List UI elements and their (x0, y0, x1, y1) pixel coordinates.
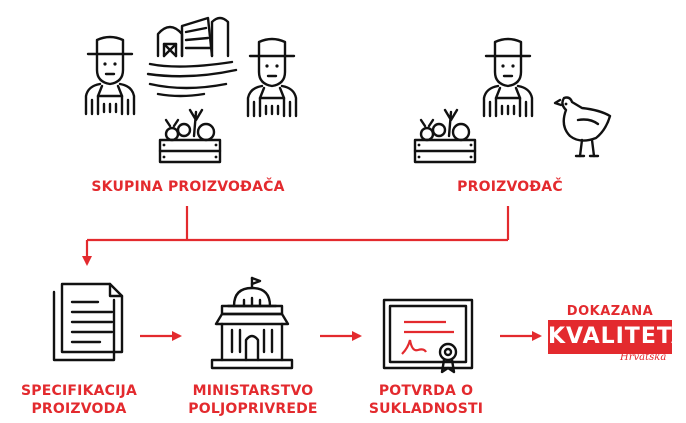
ministry-label-line2: POLJOPRIVREDE (188, 401, 318, 417)
ministry-label-line1: MINISTARSTVO (192, 383, 314, 399)
specification-label-line2: PROIZVODA (31, 401, 127, 417)
certificate-icon (382, 298, 474, 374)
ministry-label: MINISTARSTVO POLJOPRIVREDE (180, 382, 326, 418)
farm-icon (146, 16, 238, 98)
chicken-icon (553, 96, 612, 158)
connector-lines (82, 206, 510, 266)
farmer-icon (84, 35, 136, 116)
ministry-building-icon (210, 276, 294, 370)
producer-illustration (413, 37, 612, 164)
group-producers-illustration (84, 16, 298, 164)
logo-main-text: KVALITETA (548, 320, 686, 354)
farmer-icon (246, 37, 298, 118)
specification-label-line1: SPECIFIKACIJA (21, 383, 137, 399)
specification-label: SPECIFIKACIJA PROIZVODA (4, 382, 154, 418)
vegetable-crate-icon (158, 108, 222, 164)
vegetable-crate-icon (413, 108, 477, 164)
certificate-label: POTVRDA O SUKLADNOSTI (358, 382, 494, 418)
dokazana-kvaliteta-logo: DOKAZANA KVALITETA Hrvatska (536, 304, 686, 368)
logo-top-text: DOKAZANA (566, 304, 654, 319)
farmer-icon (482, 37, 534, 118)
certificate-label-line1: POTVRDA O (378, 383, 474, 399)
logo-sub-text: Hrvatska (620, 352, 667, 363)
document-icon (52, 282, 124, 362)
group-producers-label: SKUPINA PROIZVOĐAČA (91, 179, 285, 195)
certificate-label-line2: SUKLADNOSTI (368, 401, 484, 417)
producer-label: PROIZVOĐAČ (457, 179, 563, 195)
